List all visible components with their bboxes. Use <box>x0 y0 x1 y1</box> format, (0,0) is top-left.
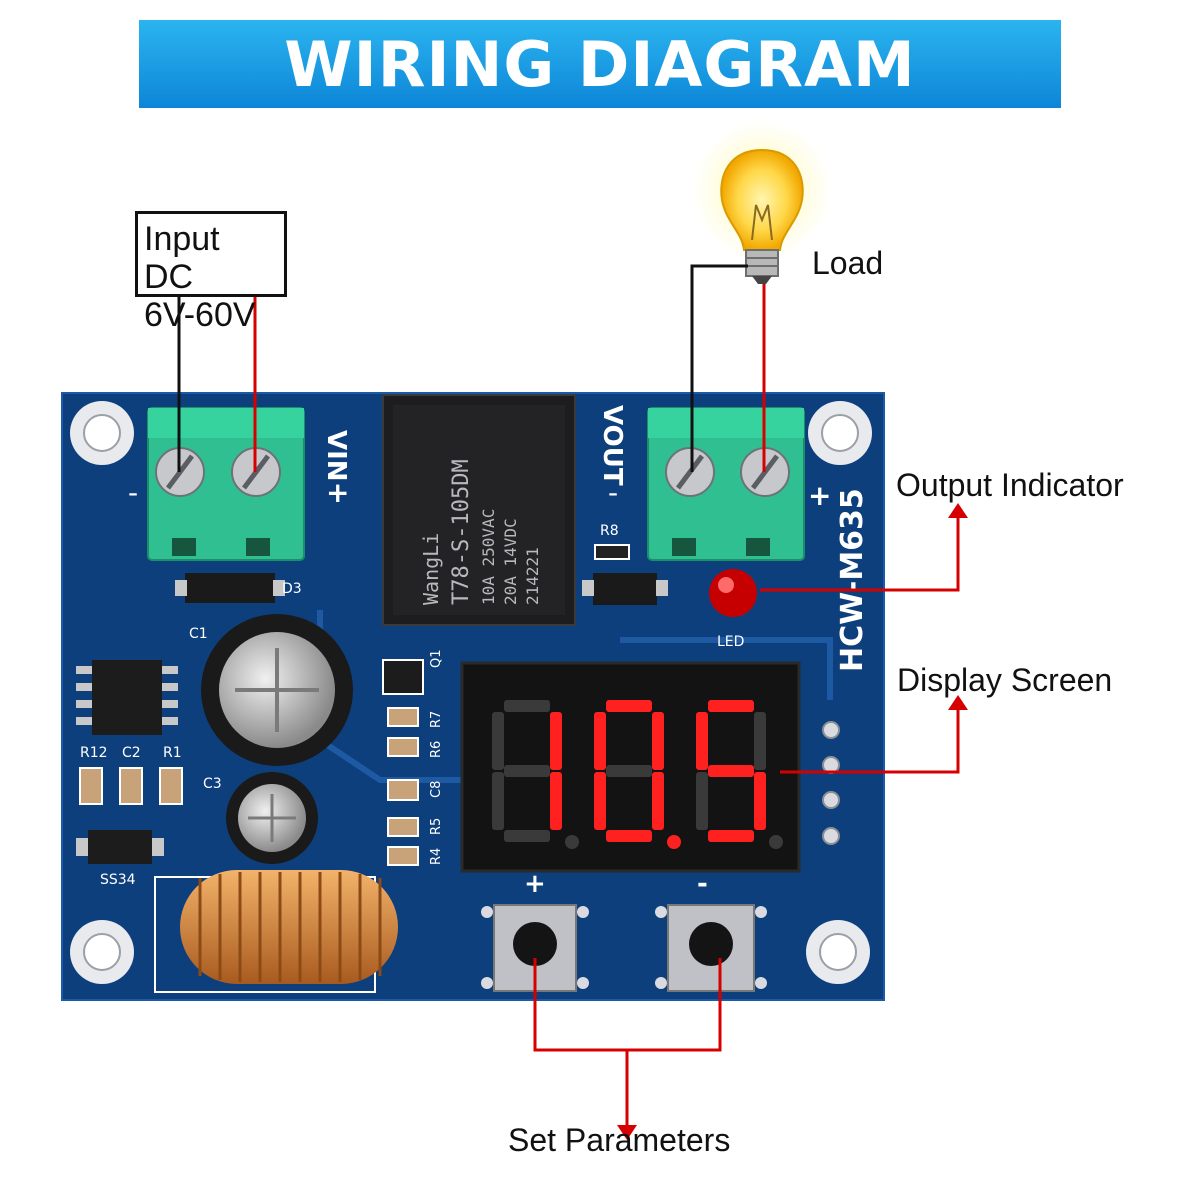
capacitor-c1 <box>201 614 353 766</box>
capacitor-c3 <box>226 772 318 864</box>
segment-b <box>652 712 664 770</box>
diode-output <box>582 573 668 605</box>
input-terminal-block <box>147 407 305 561</box>
segment-d <box>708 830 754 842</box>
model-label: HCW-M635 <box>835 488 870 672</box>
relay-brand: WangLi <box>419 533 443 605</box>
input-plus-label: + <box>326 476 349 509</box>
r12-label: R12 <box>80 745 108 761</box>
load-label: Load <box>812 245 884 281</box>
ss34-label: SS34 <box>100 872 136 888</box>
led-icon <box>709 569 757 617</box>
input-dc-label-box: Input DC 6V-60V <box>135 211 287 334</box>
mounting-hole-icon <box>808 401 872 465</box>
segment-g <box>606 765 652 777</box>
arrow-down-icon <box>617 1125 637 1140</box>
r5-label: R5 <box>429 818 444 835</box>
q1-label: Q1 <box>429 649 444 668</box>
output-indicator-callout <box>760 515 960 592</box>
segment-g <box>708 765 754 777</box>
output-minus-label: - <box>608 476 618 509</box>
r8-label: R8 <box>600 523 619 539</box>
load-negative-wire <box>690 264 748 472</box>
segment-d <box>504 830 550 842</box>
seven-segment-digits <box>492 700 783 849</box>
c1-label: C1 <box>189 626 208 642</box>
segment-b <box>550 712 562 770</box>
display-screen-label: Display Screen <box>897 662 1113 698</box>
segment-c <box>754 772 766 830</box>
minus-button[interactable] <box>655 904 767 992</box>
segment-a <box>708 700 754 712</box>
plus-button[interactable] <box>481 904 589 992</box>
display-screen <box>460 661 801 873</box>
display-screen-callout <box>780 707 960 774</box>
decimal-point <box>769 835 783 849</box>
arrow-up-icon <box>948 695 968 710</box>
output-plus-label: + <box>808 479 831 512</box>
relay: WangLi T78-S-105DM 10A 250VAC 20A 14VDC … <box>382 394 576 626</box>
relay-spec2: 20A 14VDC <box>501 518 520 605</box>
relay-spec1: 10A 250VAC <box>479 509 498 605</box>
vout-label: VOUT <box>597 405 627 486</box>
mounting-hole-icon <box>806 920 870 984</box>
segment-e <box>594 772 606 830</box>
d3-label: D3 <box>282 581 302 597</box>
arrow-up-icon <box>948 503 968 518</box>
title-banner: WIRING DIAGRAM <box>139 20 1061 108</box>
input-voltage-range: 6V-60V <box>144 296 256 334</box>
relay-model: T78-S-105DM <box>449 459 474 605</box>
segment-d <box>606 830 652 842</box>
input-dc-label: Input DC <box>144 220 220 296</box>
inductor-coil <box>180 870 398 984</box>
output-indicator-label: Output Indicator <box>896 467 1124 503</box>
button-plus-label: + <box>524 869 546 899</box>
segment-c <box>550 772 562 830</box>
transistor-q1 <box>382 659 424 695</box>
vin-label: VIN <box>321 430 351 482</box>
mounting-hole-icon <box>70 920 134 984</box>
input-minus-label: - <box>128 476 138 509</box>
r1-label: R1 <box>163 745 182 761</box>
set-parameters-label: Set Parameters <box>508 1122 731 1158</box>
segment-e <box>492 772 504 830</box>
r4-label: R4 <box>429 848 444 865</box>
segment-f <box>594 712 606 770</box>
ic-chip <box>76 660 178 735</box>
diode-ss34 <box>76 830 164 864</box>
c8-label: C8 <box>429 781 444 798</box>
c3-label: C3 <box>203 776 222 792</box>
segment-a <box>504 700 550 712</box>
segment-a <box>606 700 652 712</box>
page-title: WIRING DIAGRAM <box>284 27 916 101</box>
relay-code: 214221 <box>523 547 542 605</box>
segment-f <box>492 712 504 770</box>
mounting-hole-icon <box>70 401 134 465</box>
decimal-point <box>565 835 579 849</box>
decimal-point <box>667 835 681 849</box>
segment-e <box>696 772 708 830</box>
r6-label: R6 <box>429 741 444 758</box>
light-bulb-icon <box>692 120 832 284</box>
segment-c <box>652 772 664 830</box>
segment-b <box>754 712 766 770</box>
button-minus-label: - <box>697 869 708 899</box>
led-label: LED <box>717 634 744 650</box>
c2-label: C2 <box>122 745 141 761</box>
segment-g <box>504 765 550 777</box>
output-terminal-block <box>647 407 805 561</box>
diode-d3 <box>175 573 285 603</box>
segment-f <box>696 712 708 770</box>
r7-label: R7 <box>429 711 444 728</box>
